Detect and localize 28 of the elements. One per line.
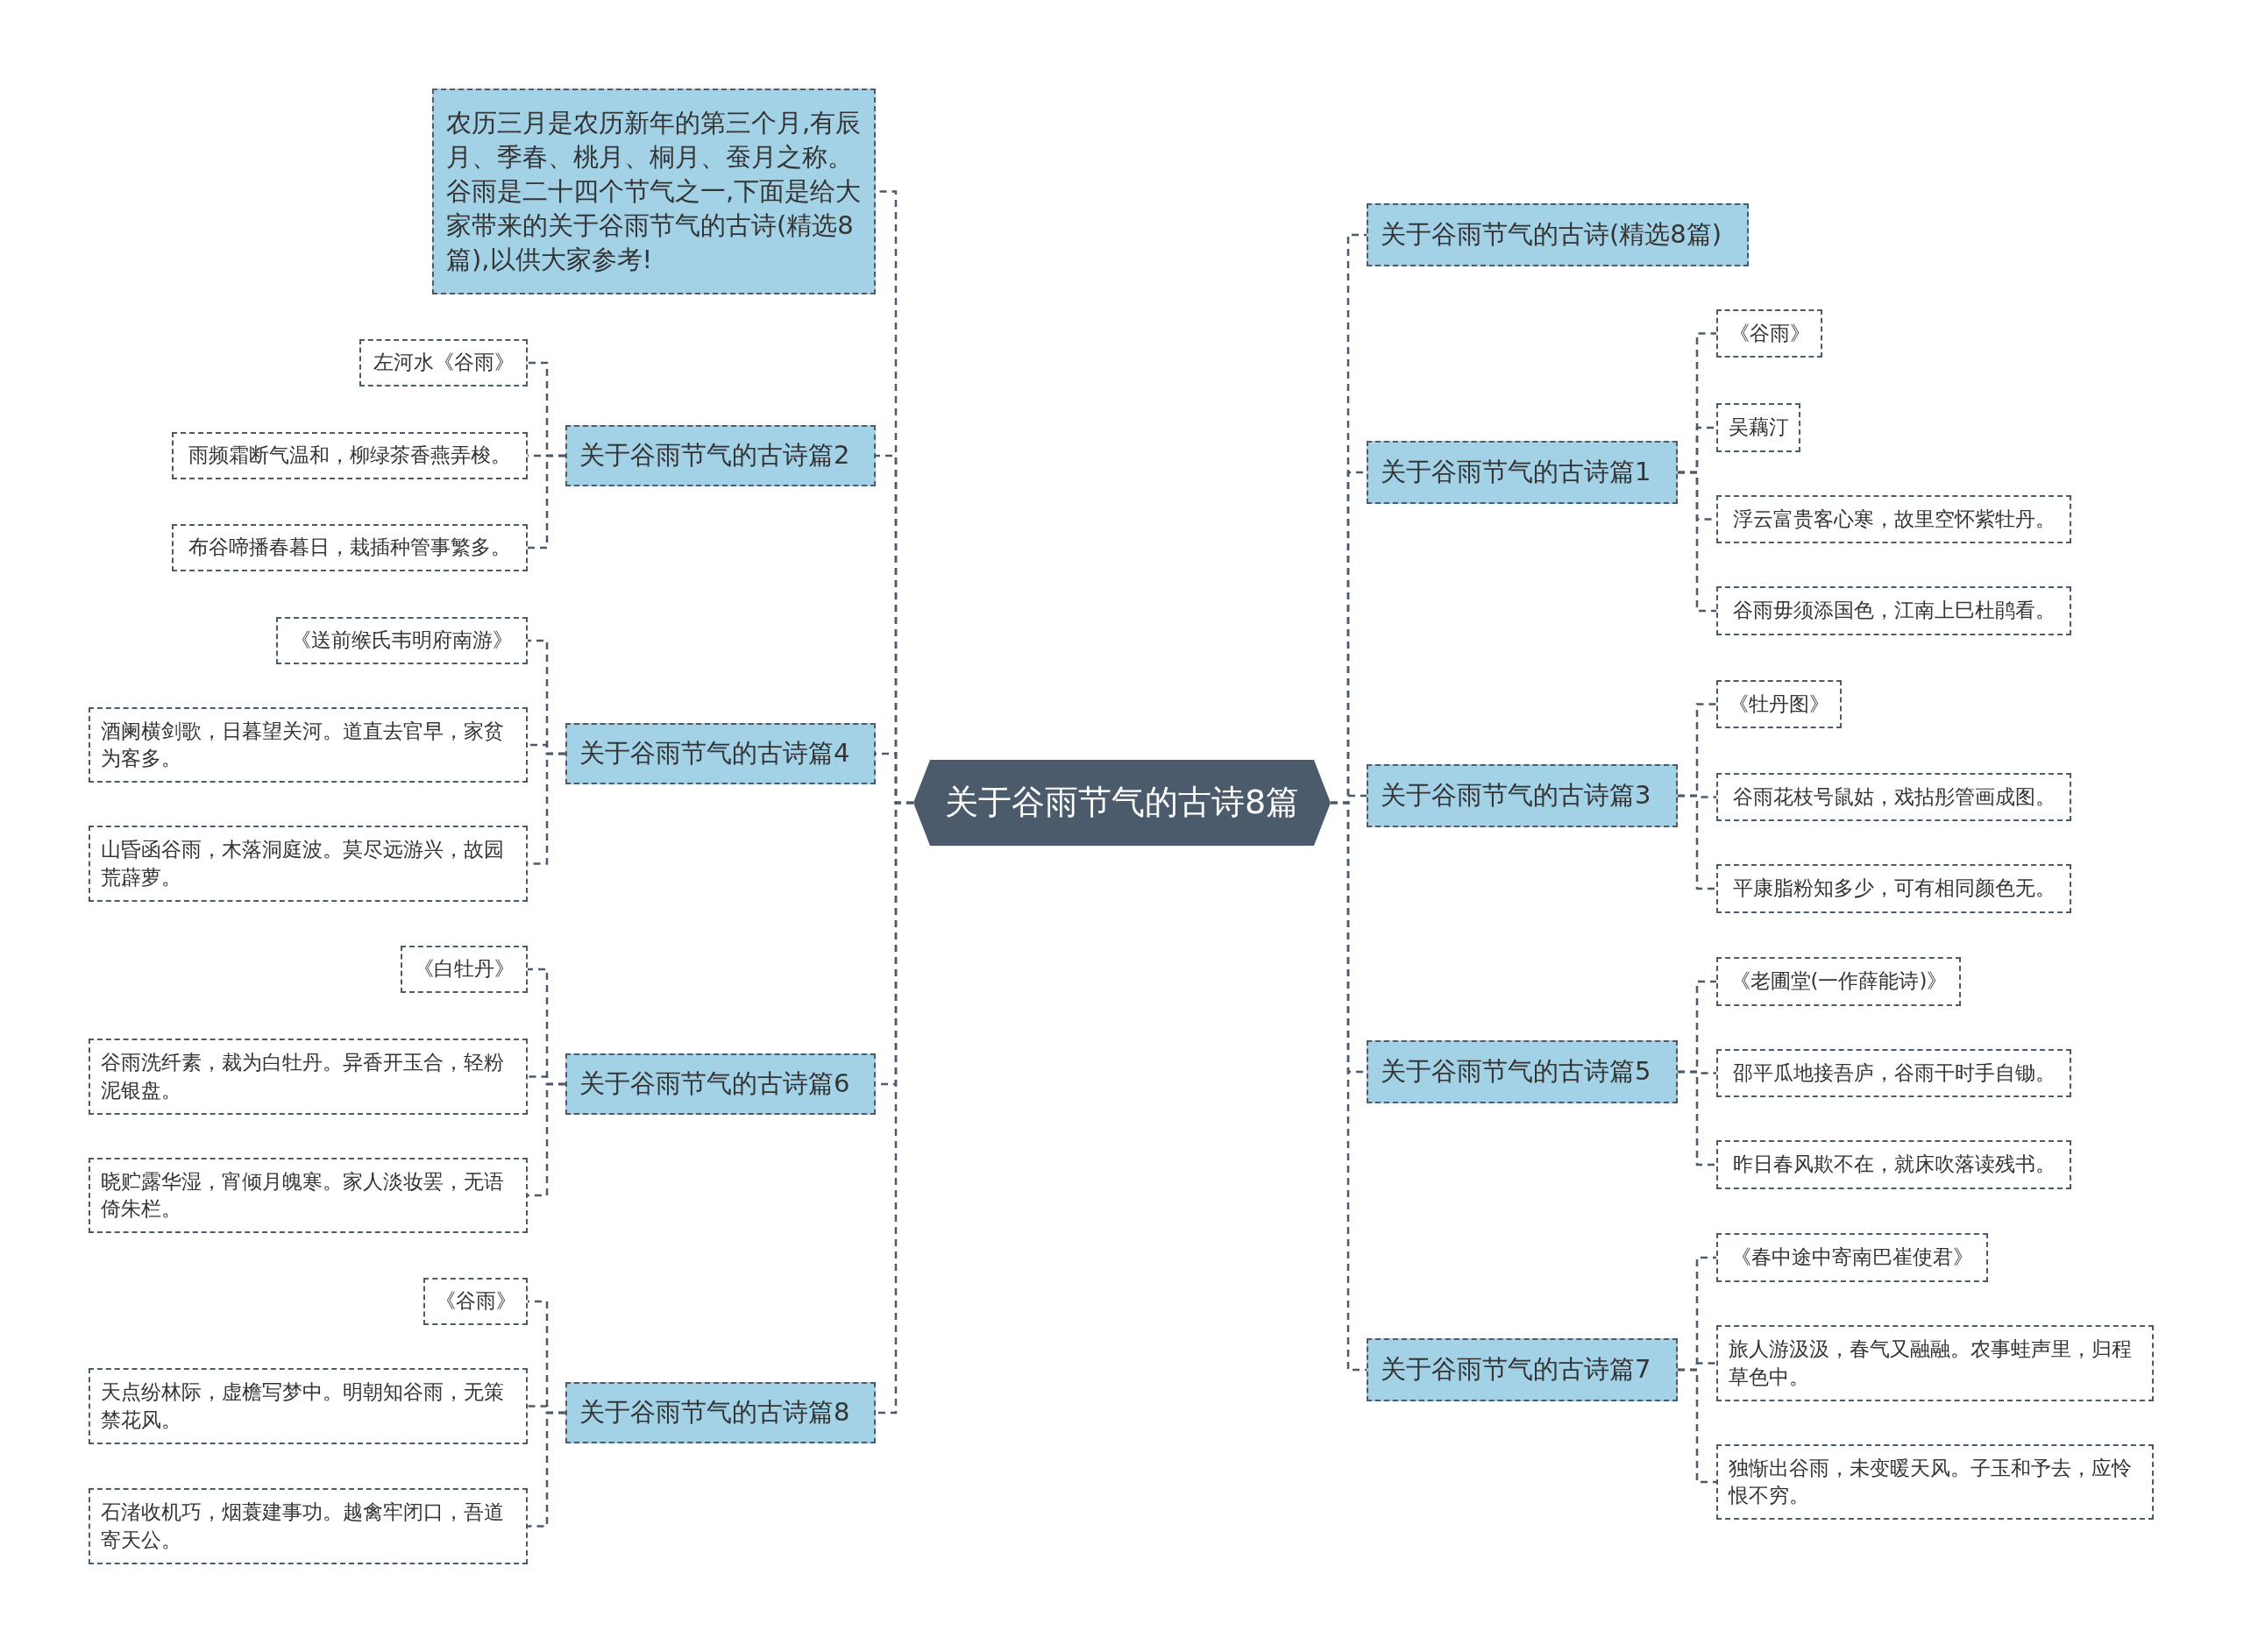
poem-title-box: 左河水《谷雨》 [359, 339, 528, 386]
poem-title-box: 《谷雨》 [1716, 309, 1822, 358]
connector-line [1678, 1368, 1716, 1484]
poem-title-box: 《谷雨》 [423, 1278, 528, 1325]
poem-title-box: 《春中途中寄南巴崔使君》 [1716, 1233, 1988, 1282]
connector-line [876, 801, 913, 1414]
author-box: 吴藕汀 [1716, 403, 1800, 452]
connector-line [528, 1082, 565, 1197]
poem-title-box: 《送前缑氏韦明府南游》 [276, 617, 528, 664]
topic-box: 关于谷雨节气的古诗篇8 [565, 1382, 876, 1443]
connector-line [528, 454, 565, 549]
poem-title-box: 《老圃堂(一作薛能诗)》 [1716, 957, 1961, 1006]
topic-box: 关于谷雨节气的古诗篇5 [1367, 1040, 1678, 1103]
topic-box: 关于谷雨节气的古诗篇3 [1367, 764, 1678, 827]
connector-line [528, 1411, 565, 1528]
poem-title-box: 《白牡丹》 [401, 946, 528, 993]
connector-line [1678, 794, 1716, 890]
topic-box: 关于谷雨节气的古诗篇1 [1367, 441, 1678, 504]
intro-text-box: 农历三月是农历新年的第三个月,有辰月、季春、桃月、桐月、蚕月之称。谷雨是二十四个节气之一,下面是给大家带来的关于谷雨节气的古诗(精选8篇),以供大家参考! [432, 89, 876, 294]
topic-box: 关于谷雨节气的古诗篇4 [565, 723, 876, 784]
connector-line [1678, 1070, 1716, 1166]
connector-line [1331, 801, 1367, 1372]
topic-box: 关于谷雨节气的古诗(精选8篇) [1367, 203, 1749, 266]
topic-box: 关于谷雨节气的古诗篇6 [565, 1053, 876, 1115]
topic-box: 关于谷雨节气的古诗篇7 [1367, 1338, 1678, 1401]
topic-box: 关于谷雨节气的古诗篇2 [565, 425, 876, 486]
poem-title-box: 《牡丹图》 [1716, 680, 1842, 728]
connector-line [1678, 471, 1716, 613]
